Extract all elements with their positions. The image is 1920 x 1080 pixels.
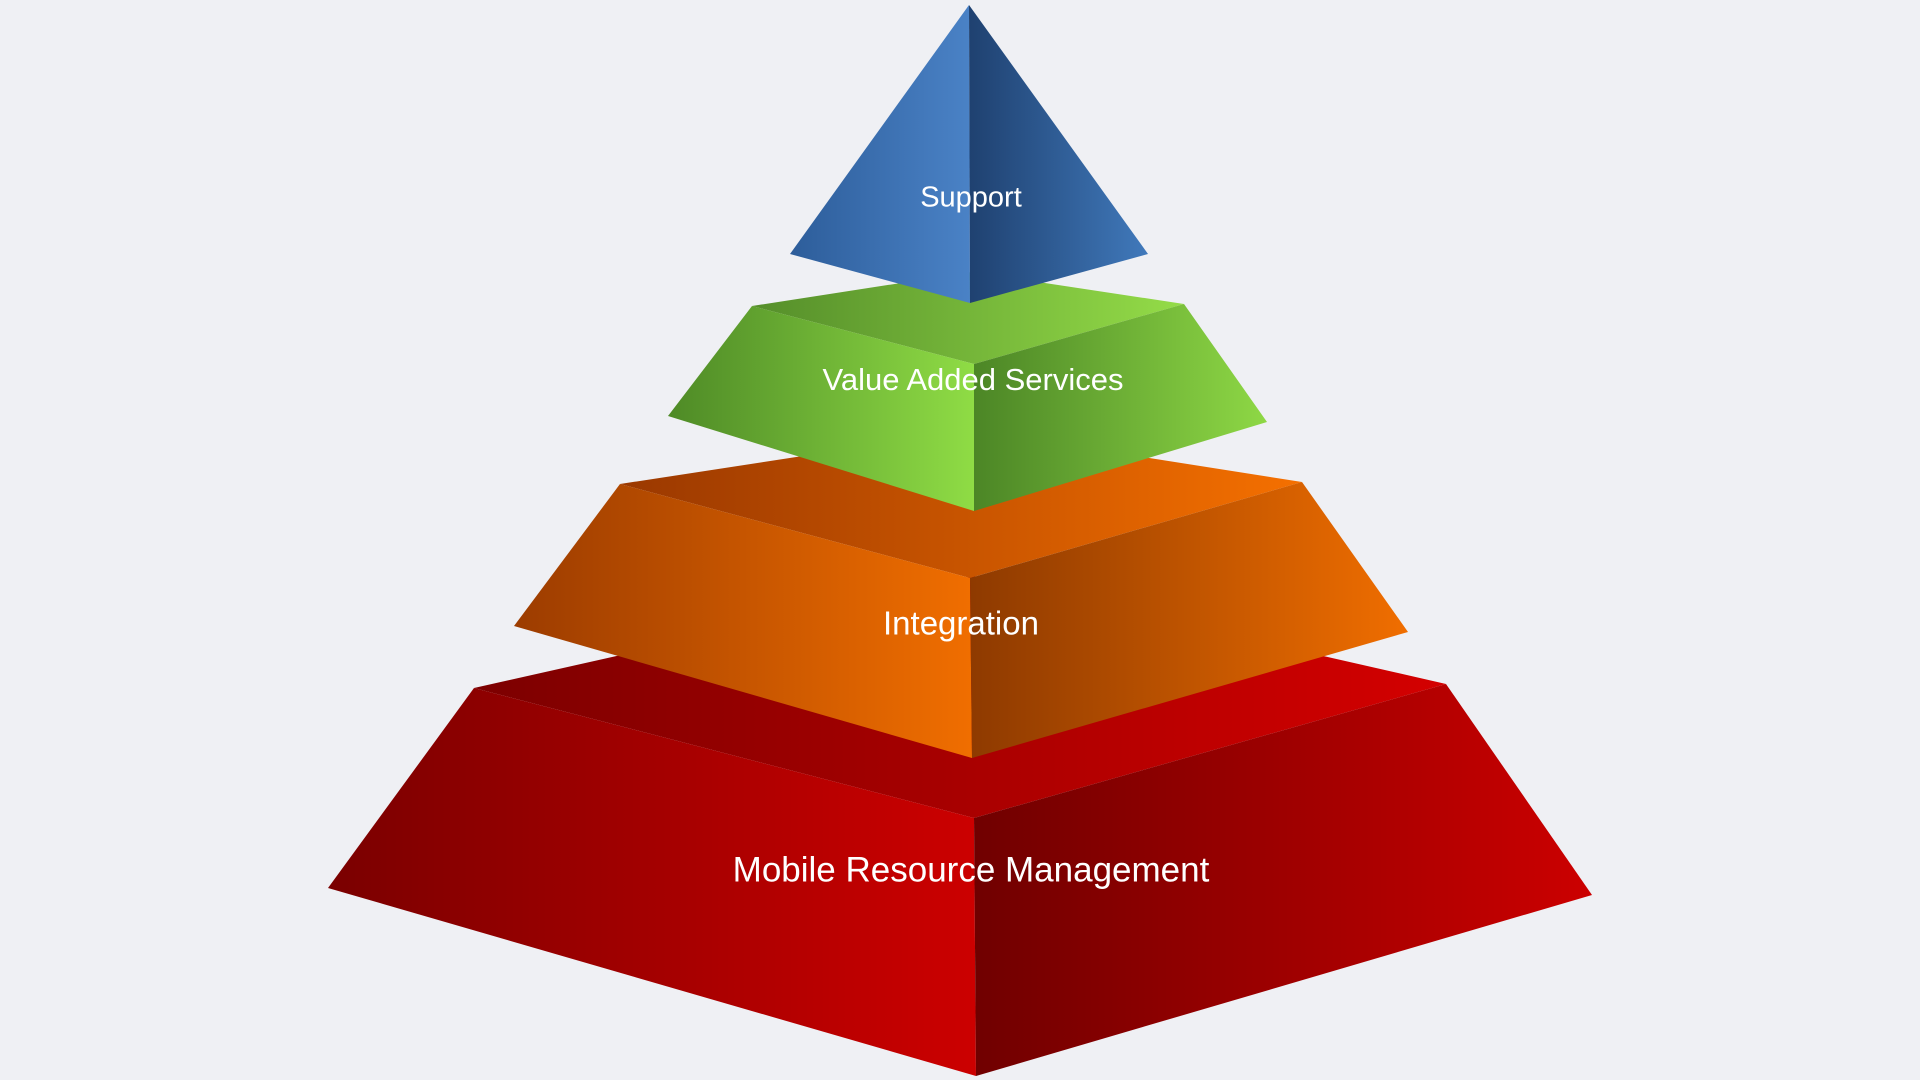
tier-orange-left-face	[514, 484, 972, 758]
tier-label-value-added-services: Value Added Services	[822, 362, 1123, 397]
tier-label-support: Support	[920, 182, 1022, 214]
tier-red-left-face	[328, 688, 976, 1076]
tier-integration: Integration	[514, 430, 1408, 758]
tier-support: Support	[790, 5, 1148, 303]
tier-green-left-face	[668, 306, 974, 511]
tier-blue-right-face	[969, 5, 1148, 303]
tier-green-top-face	[752, 272, 1184, 364]
tier-value-added-services: Value Added Services	[668, 272, 1267, 511]
tier-red-right-face	[974, 684, 1592, 1076]
tier-green-right-face	[974, 304, 1267, 511]
tier-blue-left-face	[790, 5, 970, 303]
tier-label-mobile-resource-management: Mobile Resource Management	[733, 850, 1210, 889]
tier-orange-right-face	[970, 482, 1408, 758]
tier-label-integration: Integration	[883, 605, 1039, 642]
